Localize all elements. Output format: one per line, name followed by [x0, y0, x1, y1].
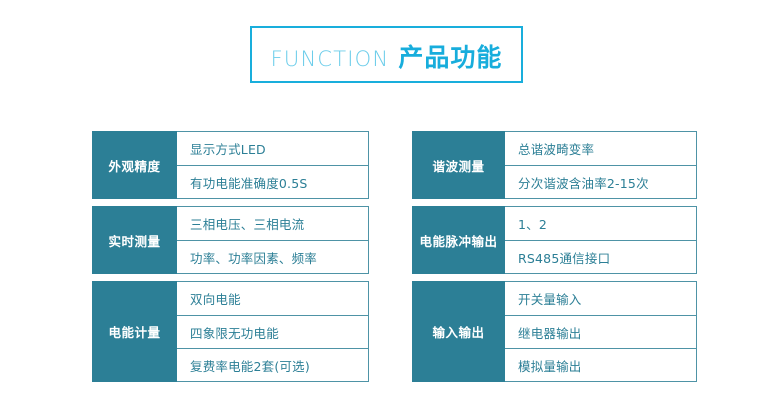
spec-group-label: 电能计量: [92, 281, 177, 382]
spec-group: 谐波测量总谐波畸变率分次谐波含油率2-15次: [412, 131, 697, 199]
spec-group: 外观精度显示方式LED 有功电能准确度0.5S: [92, 131, 369, 199]
spec-group-label: 实时测量: [92, 206, 177, 274]
spec-group: 实时测量三相电压、三相电流功率、功率因素、频率: [92, 206, 369, 274]
spec-group-label: 输入输出: [412, 281, 505, 382]
spec-row: 复费率电能2套(可选): [177, 348, 368, 381]
spec-row: 功率、功率因素、频率: [177, 240, 368, 273]
spec-row: 四象限无功电能: [177, 315, 368, 348]
spec-row: 有功电能准确度0.5S: [177, 165, 368, 198]
spec-row: RS485通信接口: [505, 240, 696, 273]
page-title-banner: FUNCTION 产品功能: [250, 26, 523, 83]
spec-group-label: 外观精度: [92, 131, 177, 199]
spec-group-label: 电能脉冲输出: [412, 206, 505, 274]
spec-row-list: 开关量输入继电器输出模拟量输出: [505, 281, 697, 382]
spec-row: 分次谐波含油率2-15次: [505, 165, 696, 198]
spec-row: 开关量输入: [518, 292, 582, 307]
spec-row: 1、2: [518, 217, 548, 232]
spec-row-list: 显示方式LED 有功电能准确度0.5S: [177, 131, 369, 199]
spec-row-list: 双向电能四象限无功电能复费率电能2套(可选): [177, 281, 369, 382]
spec-row-list: 三相电压、三相电流功率、功率因素、频率: [177, 206, 369, 274]
page-title-chinese: 产品功能: [398, 42, 503, 72]
spec-row-list: 总谐波畸变率分次谐波含油率2-15次: [505, 131, 697, 199]
spec-row: 模拟量输出: [505, 348, 696, 381]
page-title: FUNCTION 产品功能: [271, 38, 503, 74]
spec-row: 总谐波畸变率: [518, 142, 595, 157]
spec-row: 显示方式LED: [190, 142, 266, 157]
spec-row: 三相电压、三相电流: [190, 217, 305, 232]
spec-group: 输入输出开关量输入继电器输出模拟量输出: [412, 281, 697, 382]
spec-row: 双向电能: [190, 292, 241, 307]
page-title-english: FUNCTION: [270, 46, 390, 71]
spec-group: 电能计量双向电能四象限无功电能复费率电能2套(可选): [92, 281, 369, 382]
spec-group-label: 谐波测量: [412, 131, 505, 199]
spec-row: 继电器输出: [505, 315, 696, 348]
